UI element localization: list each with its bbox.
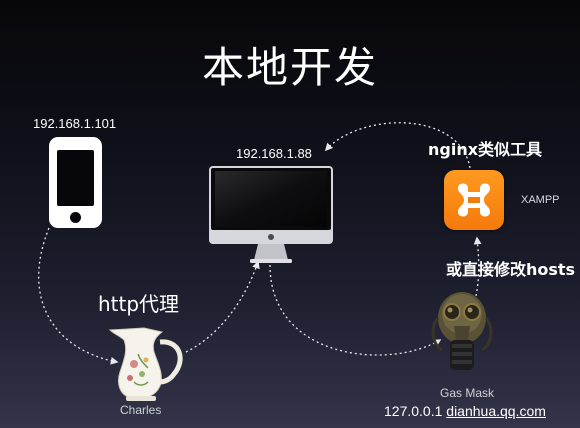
- hosts-ip: 127.0.0.1: [384, 403, 443, 419]
- gas-mask-label: Gas Mask: [440, 386, 495, 400]
- phone-ip-label: 192.168.1.101: [33, 116, 117, 131]
- http-proxy-label: http代理: [98, 292, 180, 316]
- mac-ip-label: 192.168.1.88: [236, 146, 312, 161]
- nginx-tools-label: nginx类似工具: [428, 140, 543, 159]
- charles-label: Charles: [120, 403, 162, 417]
- arrow-charles-to-mac: [185, 260, 260, 353]
- direct-hosts-label: 或直接修改hosts: [446, 260, 576, 279]
- gas-mask-icon: [431, 292, 493, 370]
- slide-title: 本地开发: [201, 43, 378, 92]
- smartphone-icon: [49, 137, 102, 228]
- phone-screen: [57, 150, 94, 206]
- hosts-entry: 127.0.0.1 dianhua.qq.com: [384, 403, 546, 419]
- xampp-label: XAMPP: [521, 194, 560, 206]
- arrow-phone-to-charles: [38, 227, 119, 365]
- hosts-domain-link[interactable]: dianhua.qq.com: [446, 403, 546, 419]
- arrow-xampp-to-mac: [324, 122, 471, 169]
- arrow-gasmask-to-xampp: [473, 236, 482, 297]
- arrow-mac-to-gasmask: [269, 264, 442, 356]
- imac-icon: [209, 166, 333, 263]
- xampp-logo-icon: [444, 170, 504, 230]
- pitcher-icon: [108, 327, 183, 401]
- phone-home-button: [70, 212, 81, 223]
